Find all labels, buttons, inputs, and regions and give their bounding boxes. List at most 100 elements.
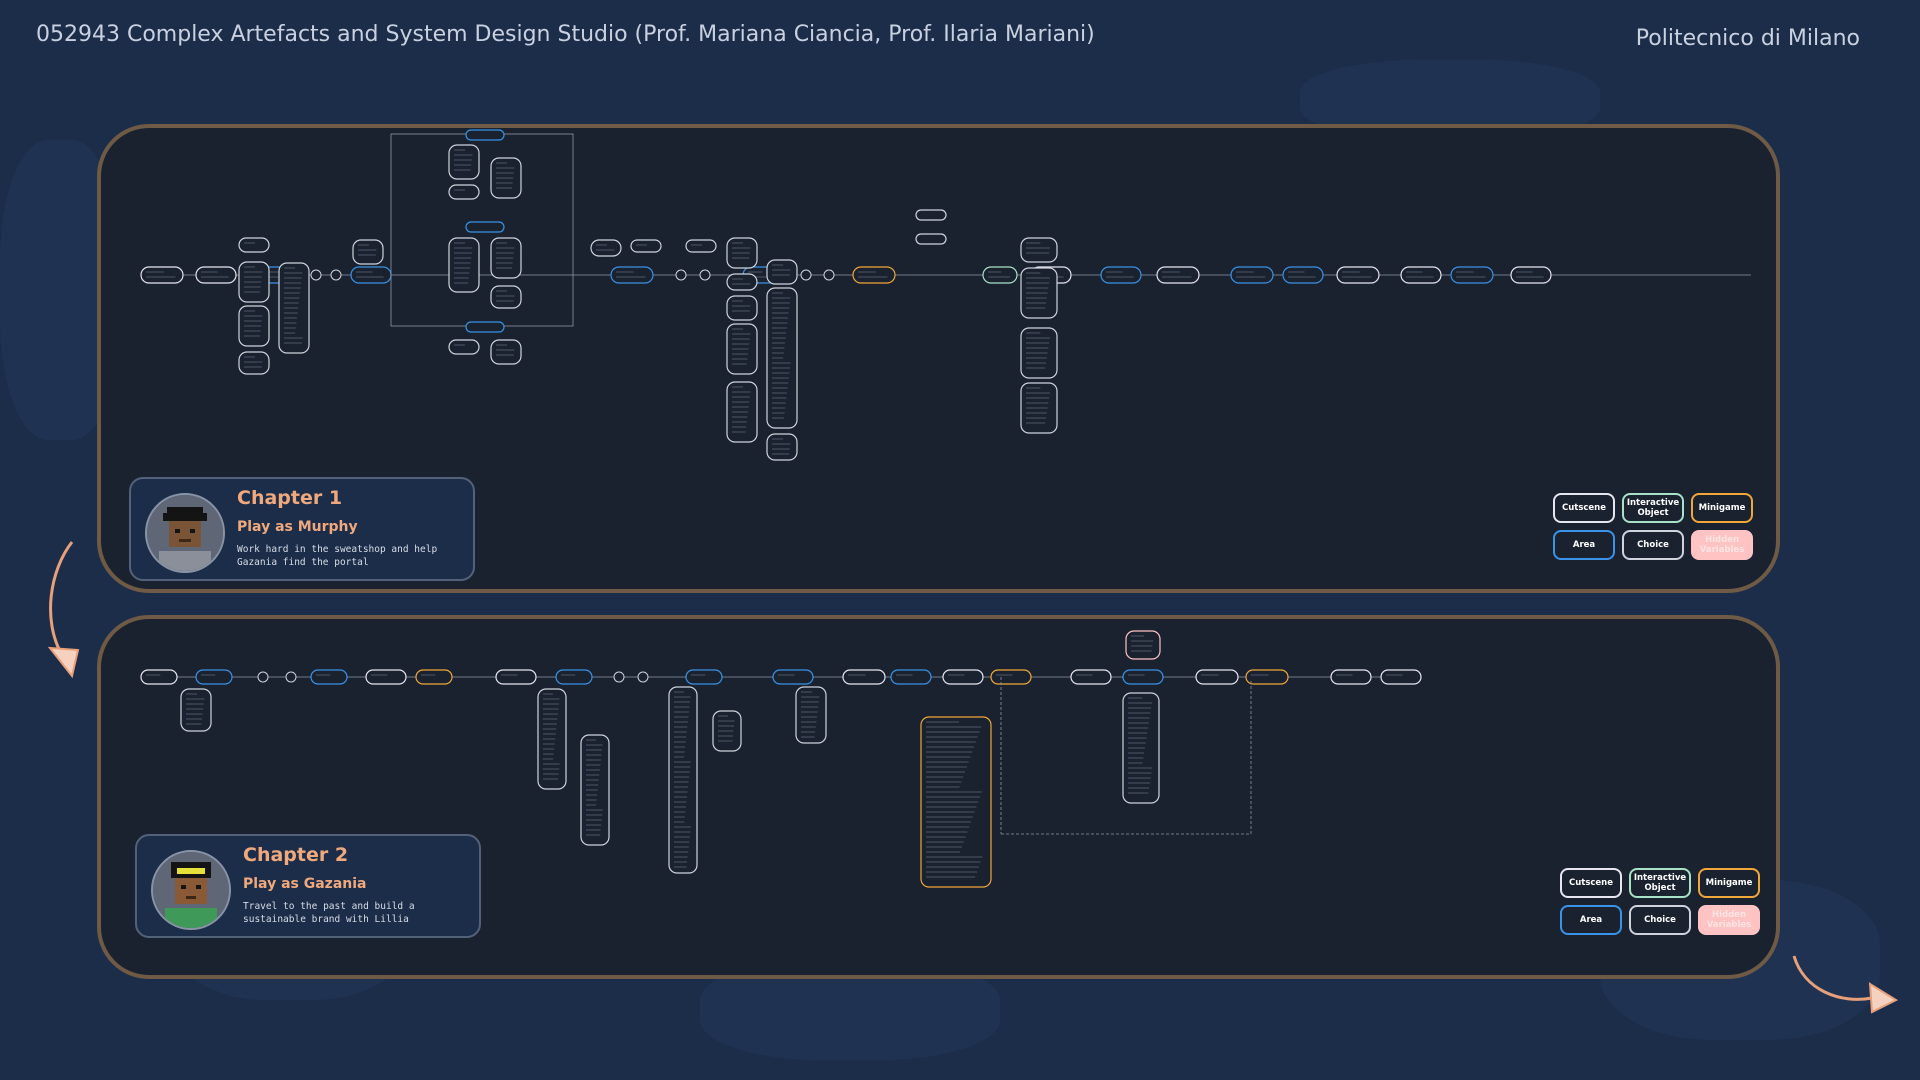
choice-node <box>637 671 649 683</box>
flow-node-area <box>685 669 723 685</box>
flow-node <box>630 239 662 253</box>
flow-node <box>726 295 758 321</box>
flow-node-minigame <box>852 266 896 284</box>
chapter-1-flow-panel: Chapter 1 Play as Murphy Work hard in th… <box>97 124 1780 593</box>
murphy-avatar <box>145 493 225 573</box>
flow-node <box>1020 237 1058 263</box>
flow-node <box>766 259 798 285</box>
flow-node <box>490 339 522 365</box>
gazania-avatar <box>151 850 231 930</box>
chapter-subtitle: Play as Murphy <box>237 519 358 535</box>
flow-node-cutscene <box>842 669 886 685</box>
legend-interactive-object: Interactive Object <box>1629 868 1691 898</box>
flow-node <box>448 184 480 200</box>
flow-node <box>726 273 758 291</box>
chapter-1-card: Chapter 1 Play as Murphy Work hard in th… <box>129 477 475 581</box>
flow-node-area <box>610 266 654 284</box>
flow-node <box>180 688 212 732</box>
legend-cutscene: Cutscene <box>1553 493 1615 523</box>
flow-node-area <box>1100 266 1142 284</box>
choice-node <box>823 269 835 281</box>
choice-node <box>800 269 812 281</box>
flow-node-cutscene <box>195 266 237 284</box>
choice-node <box>285 671 297 683</box>
flow-node-cutscene <box>942 669 984 685</box>
flow-node <box>915 233 947 245</box>
flow-node <box>448 237 480 293</box>
flow-node-cutscene <box>140 266 184 284</box>
legend-minigame: Minigame <box>1698 868 1760 898</box>
flow-node-area <box>350 266 392 284</box>
legend-hidden-variables: Hidden Variables <box>1691 530 1753 560</box>
chapter-2-card: Chapter 2 Play as Gazania Travel to the … <box>135 834 481 938</box>
legend-cutscene: Cutscene <box>1560 868 1622 898</box>
flow-node-cutscene <box>1156 266 1200 284</box>
flow-node-cutscene <box>1336 266 1380 284</box>
flow-node-cutscene <box>1195 669 1239 685</box>
flow-node-cutscene <box>1070 669 1112 685</box>
flow-node-area <box>1230 266 1274 284</box>
flow-node-area <box>772 669 814 685</box>
flow-node-area <box>1282 266 1324 284</box>
choice-node <box>613 671 625 683</box>
flow-node-area <box>195 669 233 685</box>
flow-node-area <box>465 221 505 233</box>
flow-node-cutscene <box>1510 266 1552 284</box>
flow-node-hidden <box>1125 630 1161 660</box>
flow-node <box>685 239 717 253</box>
flow-node <box>352 239 384 265</box>
flow-node-minigame <box>990 669 1032 685</box>
flow-node-area <box>1122 669 1164 685</box>
flow-node-cutscene <box>1380 669 1422 685</box>
university-name: Politecnico di Milano <box>1635 26 1860 51</box>
legend-interactive-object: Interactive Object <box>1622 493 1684 523</box>
flow-node <box>448 339 480 355</box>
choice-node <box>675 269 687 281</box>
choice-node <box>310 269 322 281</box>
flow-node <box>766 433 798 461</box>
legend-minigame: Minigame <box>1691 493 1753 523</box>
legend-area: Area <box>1560 905 1622 935</box>
flow-node-cutscene <box>140 669 178 685</box>
flow-node-area <box>890 669 932 685</box>
flow-node-area <box>555 669 593 685</box>
chapter-2-legend: Cutscene Interactive Object Minigame Are… <box>1560 868 1760 935</box>
flow-node-cutscene <box>365 669 407 685</box>
flow-node <box>238 237 270 253</box>
flow-node <box>915 209 947 221</box>
chapter-title: Chapter 1 <box>237 487 343 509</box>
flow-node-area <box>465 129 505 141</box>
flow-node-minigame <box>1245 669 1289 685</box>
chapter-subtitle: Play as Gazania <box>243 876 367 892</box>
chapter-2-flowchart <box>140 630 1422 888</box>
legend-hidden-variables: Hidden Variables <box>1698 905 1760 935</box>
flow-node-minigame <box>415 669 453 685</box>
chapter-description: Work hard in the sweatshop and help Gaza… <box>237 544 438 568</box>
flow-node <box>490 285 522 309</box>
chapter-1-legend: Cutscene Interactive Object Minigame Are… <box>1553 493 1753 560</box>
choice-node <box>699 269 711 281</box>
chapter-2-flow-panel: Chapter 2 Play as Gazania Travel to the … <box>97 615 1780 979</box>
flow-node-cutscene <box>495 669 537 685</box>
flow-node <box>668 686 698 874</box>
flow-node-area <box>310 669 348 685</box>
flow-node-cutscene <box>1400 266 1442 284</box>
flow-node-area <box>465 321 505 333</box>
flow-node-cutscene <box>1330 669 1372 685</box>
legend-choice: Choice <box>1629 905 1691 935</box>
legend-area: Area <box>1553 530 1615 560</box>
curved-arrow-right-icon <box>1792 955 1899 1014</box>
flow-node <box>590 239 622 257</box>
chapter-description: Travel to the past and build a sustainab… <box>243 901 415 925</box>
course-title: 052943 Complex Artefacts and System Desi… <box>36 22 1095 47</box>
chapter-1-flowchart <box>140 129 1751 461</box>
legend-choice: Choice <box>1622 530 1684 560</box>
flow-node-area <box>1450 266 1494 284</box>
chapter-title: Chapter 2 <box>243 844 349 866</box>
curved-arrow-icon <box>47 541 80 679</box>
flow-node <box>238 351 270 375</box>
flow-node <box>795 686 827 744</box>
choice-node <box>257 671 269 683</box>
flow-node-interactive <box>982 266 1018 284</box>
choice-node <box>330 269 342 281</box>
